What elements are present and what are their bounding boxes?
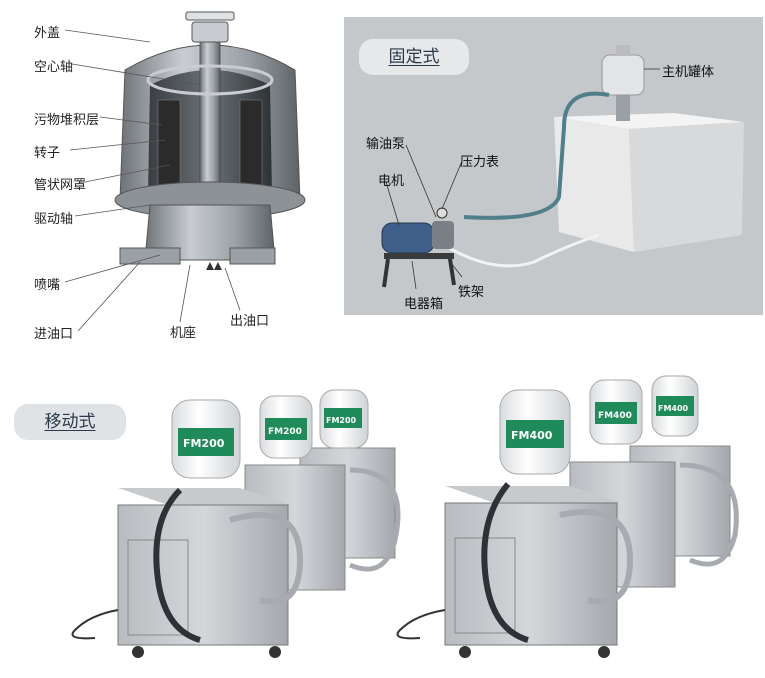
label-iron-frame: 铁架 <box>458 285 485 300</box>
outflow-arrows <box>206 262 222 270</box>
model-fm400-3: FM400 <box>658 404 689 413</box>
inlet-pipe <box>119 247 181 265</box>
cabinet-front-2 <box>444 502 618 646</box>
cabinet-front <box>117 504 289 646</box>
shaft-top-cap <box>191 21 229 43</box>
hose-fm200-braided-2 <box>349 467 401 572</box>
label-sludge-layer: 污物堆积层 <box>34 113 100 128</box>
label-pressure-gauge: 压力表 <box>460 155 500 170</box>
tank-box-side <box>629 122 744 252</box>
cabinet-front-top <box>118 488 290 505</box>
hose-fm400-dark <box>481 482 529 643</box>
model-fm200-3: FM200 <box>326 416 357 425</box>
label-tubular-screen: 管状网罩 <box>34 178 87 193</box>
shaft-handle <box>185 11 235 21</box>
wheel-right-2 <box>598 646 610 658</box>
hose-fm200-dark <box>153 487 201 643</box>
model-fm200-2: FM200 <box>268 427 302 437</box>
label-band-fm200-1 <box>178 428 234 456</box>
hose-fm200-braided <box>229 512 304 605</box>
label-band-fm400-3 <box>656 396 694 416</box>
label-band-fm400-2 <box>595 402 637 424</box>
label-electrical-box: 电器箱 <box>404 297 444 312</box>
main-unit-cap <box>616 45 630 55</box>
rotor-ring <box>146 64 274 96</box>
fixed-leader-lines <box>385 68 660 290</box>
tank-box-top <box>554 113 744 129</box>
label-outer-cover: 外盖 <box>34 26 61 41</box>
label-drive-shaft: 驱动轴 <box>34 212 74 227</box>
frame-stand <box>384 253 454 259</box>
cable-fm200 <box>71 609 119 640</box>
hose-fm400-braided <box>559 509 634 605</box>
hose-white <box>443 233 600 268</box>
label-oil-inlet: 进油口 <box>34 327 74 342</box>
cabinet-front-top-2 <box>445 486 620 503</box>
tank-box-front <box>554 117 634 252</box>
frame-leg-right <box>448 258 456 286</box>
label-nozzle: 喷嘴 <box>34 278 61 293</box>
fixed-type-panel: 固定式 主机罐体 输油泵 压力表 电机 电器箱 铁架 <box>344 17 763 315</box>
model-fm400-1: FM400 <box>511 429 553 442</box>
wheel-left-2 <box>269 646 281 658</box>
pump-body <box>432 221 454 249</box>
cable-fm400 <box>396 609 446 640</box>
label-motor: 电机 <box>378 174 405 189</box>
fixed-type-badge: 固定式 <box>359 39 469 75</box>
mobile-group-fm400: FM400 FM400 FM400 <box>396 375 739 658</box>
frame-leg-left <box>382 258 390 288</box>
hose-teal <box>463 91 610 220</box>
model-fm200-1: FM200 <box>183 437 225 450</box>
label-band-fm400-1 <box>506 420 564 448</box>
label-band-fm200-2 <box>265 418 307 440</box>
label-hollow-shaft: 空心轴 <box>34 60 74 75</box>
main-unit-stand <box>616 89 630 121</box>
label-main-tank: 主机罐体 <box>662 65 715 80</box>
hose-fm400-braided-2 <box>679 462 739 567</box>
label-oil-outlet: 出油口 <box>230 314 270 329</box>
label-rotor: 转子 <box>34 146 61 161</box>
outlet-pipe <box>229 247 276 265</box>
label-base: 机座 <box>170 326 197 341</box>
cutaway-leader-lines <box>64 29 241 332</box>
fixed-installation-illustration <box>381 45 744 290</box>
wheel-right-1 <box>459 646 471 658</box>
model-fm400-2: FM400 <box>598 411 632 421</box>
mobile-group-fm200: FM200 FM200 FM200 <box>71 389 401 658</box>
label-oil-pump: 输油泵 <box>366 137 406 152</box>
label-band-fm200-3 <box>324 408 362 428</box>
mobile-type-badge: 移动式 <box>14 404 126 440</box>
wheel-left-1 <box>132 646 144 658</box>
